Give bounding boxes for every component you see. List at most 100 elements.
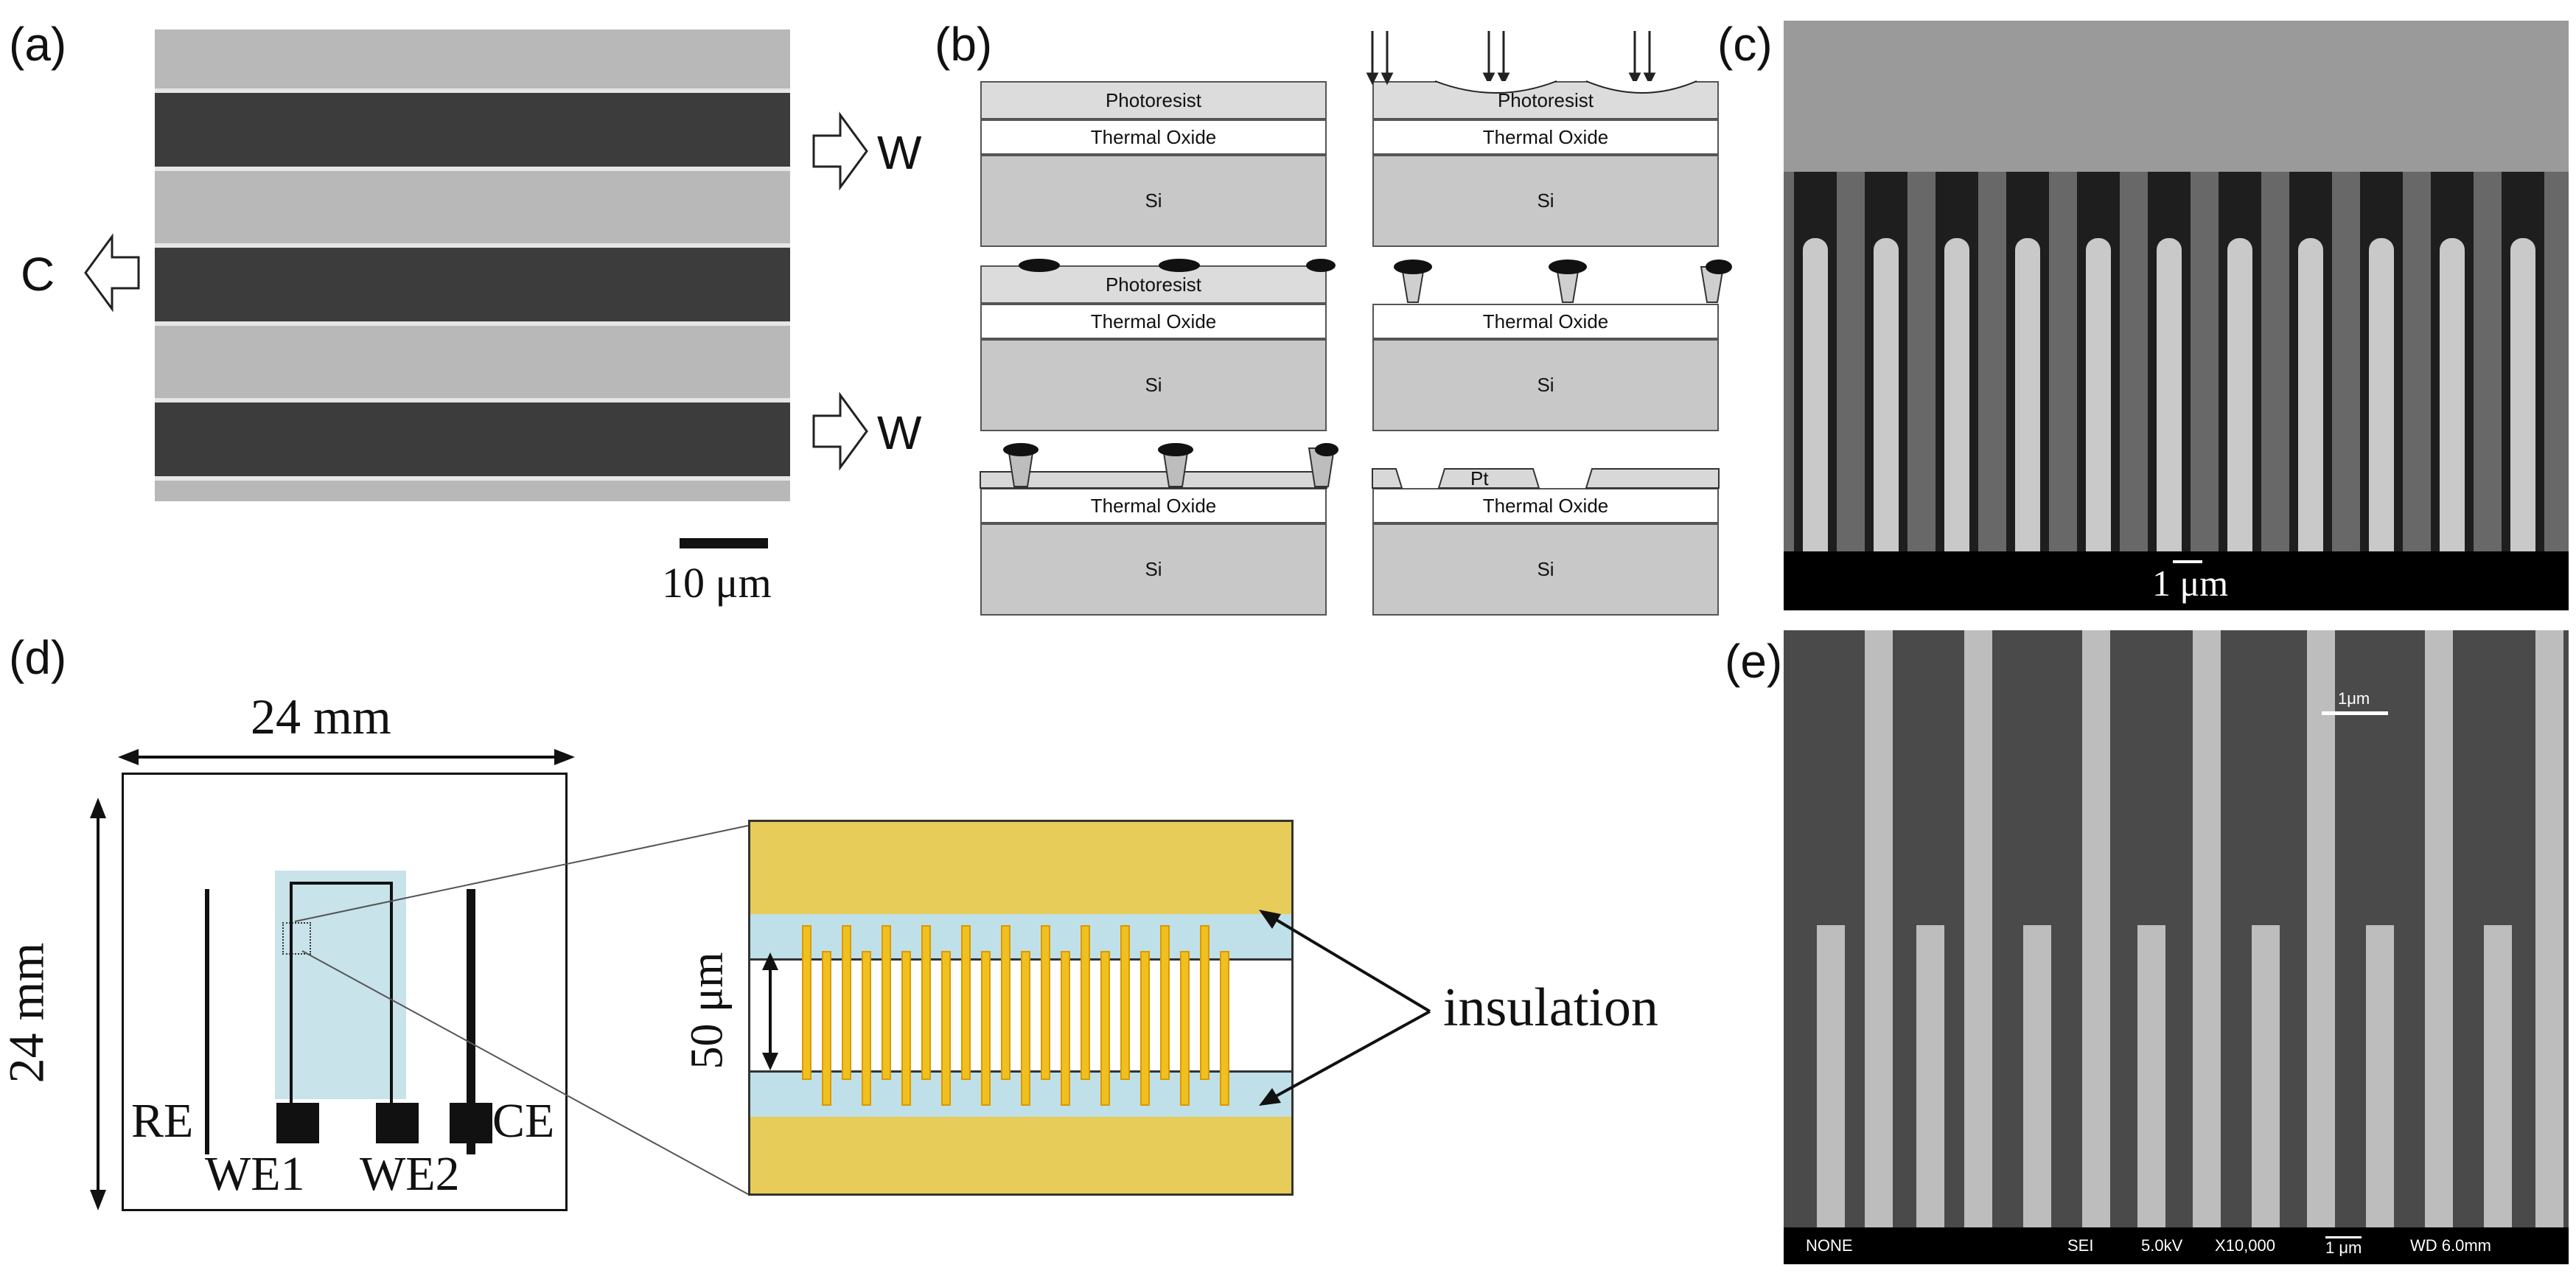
panel-b-metal-deposition-icon: [980, 443, 1338, 489]
panel-e-footer-5: 1 μm: [2325, 1236, 2362, 1258]
panel-e-finger-long: [1865, 630, 1893, 1227]
panel-e-info-bar: NONE SEI 5.0kV X10,000 1 μm WD 6.0mm: [1784, 1227, 2569, 1264]
layer-thermal-oxide: Thermal Oxide: [1372, 304, 1719, 339]
panel-a-scalebar-line: [680, 538, 768, 548]
panel-b-step-4: Thermal Oxide Si: [1372, 265, 1719, 431]
panel-b-pt-electrodes-icon: [1372, 468, 1720, 489]
layer-thermal-oxide: Thermal Oxide: [980, 119, 1327, 155]
panel-c-finger-array: [1784, 172, 2569, 581]
panel-a-band-3: [155, 398, 790, 481]
panel-c-finger: [2157, 238, 2182, 570]
panel-d-zoom-lines-icon: [294, 825, 749, 1195]
panel-a-micrograph: [155, 29, 790, 501]
layer-pt-label: Pt: [1470, 467, 1489, 489]
panel-b-step-1: Photoresist Thermal Oxide Si: [980, 81, 1327, 247]
panel-e-label: (e): [1725, 635, 1783, 688]
panel-d-ce-label: CE: [492, 1094, 555, 1148]
panel-d-inset-finger: [802, 925, 811, 1080]
panel-d-insulation-callout: insulation: [1443, 977, 1658, 1038]
panel-d-ce-line: [467, 889, 475, 1154]
panel-a-arrow-left-text: C: [21, 248, 55, 301]
panel-d-insulation-area: [275, 871, 406, 1099]
panel-d-re-line: [205, 889, 209, 1154]
panel-e-finger-long: [1964, 630, 1992, 1227]
panel-b-step-3: Photoresist Thermal Oxide Si: [980, 265, 1327, 431]
panel-d-inset-finger: [901, 951, 911, 1106]
panel-c-finger: [2369, 238, 2394, 570]
panel-d-inset-finger: [1021, 951, 1030, 1106]
panel-c-finger: [2086, 238, 2111, 570]
panel-e-footer-2: SEI: [2067, 1236, 2094, 1255]
panel-e-footer-6: WD 6.0mm: [2410, 1236, 2491, 1255]
panel-d-inset-finger: [1140, 951, 1150, 1106]
panel-d-gap-dimension: 50 μm: [682, 952, 733, 1070]
panel-d-inset-finger: [882, 925, 891, 1080]
layer-si: Si: [1372, 339, 1719, 431]
panel-d-height-arrow-icon: [90, 798, 106, 1210]
panel-d-ce-pad: [450, 1103, 492, 1143]
panel-d-callout-arrows-icon: [1259, 910, 1431, 1106]
panel-d-inset-finger: [1061, 951, 1070, 1106]
panel-e-finger-long: [2535, 630, 2563, 1227]
panel-e-finger-long: [2193, 630, 2221, 1227]
panel-e-finger-short: [1916, 925, 1944, 1227]
panel-c-finger: [1944, 238, 1969, 570]
panel-d-we-loop: [290, 882, 393, 1110]
panel-d-width-arrow-icon: [118, 749, 575, 765]
panel-c-label: (c): [1717, 18, 1773, 71]
layer-si: Si: [1372, 523, 1719, 616]
panel-b-resist-pillars-icon: [1394, 259, 1732, 303]
panel-e-finger-long: [2307, 630, 2335, 1227]
panel-b-step-2: Photoresist Thermal Oxide Si: [1372, 81, 1719, 247]
panel-a-band-2: [155, 243, 790, 326]
panel-d-inset-finger: [1160, 925, 1170, 1080]
panel-d-zoom-box: [282, 922, 311, 955]
panel-c-finger: [2298, 238, 2323, 570]
panel-a-band-1: [155, 88, 790, 171]
panel-c-scalebar-text: 1 μm: [2152, 562, 2229, 604]
panel-d-we2-pad: [376, 1103, 419, 1143]
panel-c-scalebar-line: [2173, 560, 2202, 563]
panel-a-arrow-left-icon: [84, 233, 140, 313]
panel-d-inset-finger: [1220, 951, 1229, 1106]
panel-e-finger-short: [2137, 925, 2165, 1227]
panel-c-finger: [2015, 238, 2040, 570]
panel-e-finger-long: [2082, 630, 2110, 1227]
layer-thermal-oxide: Thermal Oxide: [1372, 488, 1719, 523]
panel-d-re-label: RE: [131, 1094, 194, 1148]
panel-d-inset: [748, 820, 1294, 1196]
layer-thermal-oxide: Thermal Oxide: [1372, 119, 1719, 155]
panel-a-arrow-right-top-icon: [812, 111, 868, 191]
panel-d-inset-finger: [1100, 951, 1110, 1106]
panel-d-inset-finger: [1041, 925, 1050, 1080]
panel-d-inset-finger: [981, 951, 991, 1106]
layer-si: Si: [980, 523, 1327, 616]
panel-c-finger: [2440, 238, 2465, 570]
panel-c-sem-image: 1 μm: [1784, 21, 2569, 610]
panel-a-arrow-right-top-text: W: [877, 126, 922, 179]
panel-a-arrow-right-bottom-text: W: [877, 406, 922, 459]
panel-a-label: (a): [9, 18, 67, 71]
panel-c-finger: [1874, 238, 1899, 570]
panel-d-inset-finger: [862, 951, 871, 1106]
panel-b-step-6: Thermal Oxide Si: [1372, 450, 1719, 616]
panel-d-inset-finger: [1081, 925, 1090, 1080]
panel-a-scalebar-text: 10 μm: [662, 559, 772, 607]
panel-d-inset-finger: [842, 925, 851, 1080]
panel-e-scalebar-text: 1μm: [2338, 689, 2370, 708]
panel-e-finger-short: [2484, 925, 2512, 1227]
layer-photoresist: Photoresist: [980, 81, 1327, 119]
panel-c-finger: [1803, 238, 1828, 570]
panel-d-width-dimension: 24 mm: [251, 689, 391, 745]
panel-d-gap-arrow-icon: [762, 952, 778, 1070]
panel-d-inset-finger: [921, 925, 931, 1080]
panel-d-we1-pad: [276, 1103, 319, 1143]
panel-e-footer-1: NONE: [1806, 1236, 1853, 1255]
panel-d-inset-finger: [1200, 925, 1210, 1080]
layer-si: Si: [1372, 155, 1719, 247]
layer-si: Si: [980, 339, 1327, 431]
panel-e-footer-4: X10,000: [2215, 1236, 2275, 1255]
panel-d-we1-label: WE1: [205, 1147, 305, 1201]
panel-e-scalebar-line: [2322, 711, 2388, 715]
panel-d-inset-finger: [961, 925, 971, 1080]
